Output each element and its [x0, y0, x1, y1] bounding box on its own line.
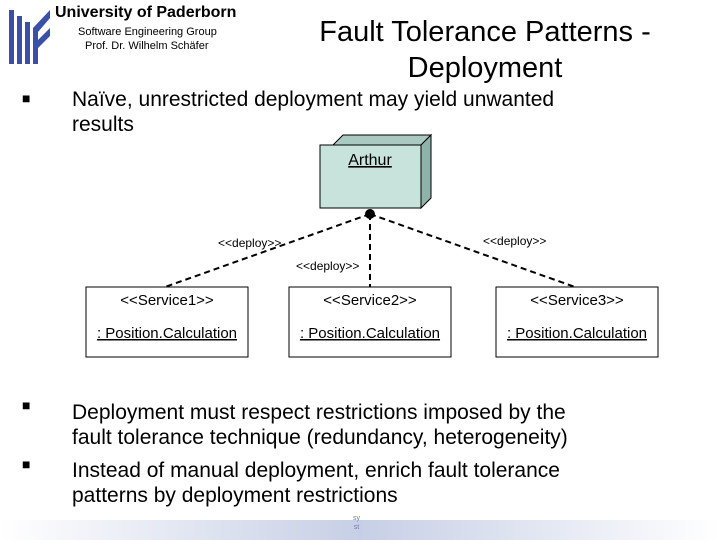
bullet-1-line-1: Naïve, unrestricted deployment may yield…	[72, 88, 555, 111]
footer-logo: sy st	[353, 514, 360, 532]
service-2: <<Service2>> : Position.Calculation	[288, 286, 452, 358]
service-3-stereotype: <<Service3>>	[530, 292, 624, 309]
slide-title-line-1: Fault Tolerance Patterns -	[319, 16, 651, 48]
group-name: Software Engineering Group	[78, 26, 217, 38]
deploy-label-mid: <<deploy>>	[296, 259, 359, 273]
node-arthur: Arthur	[319, 133, 433, 210]
deploy-line-right	[369, 213, 576, 288]
service-3-name: : Position.Calculation	[507, 325, 647, 342]
bullet-square-icon: ■	[22, 456, 31, 472]
bullet-2: Deployment must respect restrictions imp…	[72, 400, 672, 450]
bullet-3-line-2: patterns by deployment restrictions	[72, 484, 398, 507]
university-logo-icon	[6, 6, 52, 68]
service-1: <<Service1>> : Position.Calculation	[85, 286, 249, 358]
footer-logo-line-1: sy	[353, 515, 360, 522]
service-1-name: : Position.Calculation	[97, 325, 237, 342]
slide-title-line-2: Deployment	[407, 52, 563, 84]
bullet-2-line-2: fault tolerance technique (redundancy, h…	[72, 426, 568, 449]
bullet-square-icon: ■	[22, 90, 31, 106]
footer-bar	[0, 520, 720, 540]
service-2-stereotype: <<Service2>>	[323, 292, 417, 309]
service-1-stereotype: <<Service1>>	[120, 292, 214, 309]
university-name: University of Paderborn	[55, 4, 237, 21]
bullet-1-line-2: results	[72, 113, 134, 136]
bullet-1: Naïve, unrestricted deployment may yield…	[72, 87, 672, 137]
slide-title: Fault Tolerance Patterns - Deployment	[290, 14, 680, 86]
bullet-square-icon: ■	[22, 397, 31, 413]
service-3: <<Service3>> : Position.Calculation	[495, 286, 659, 358]
node-label: Arthur	[348, 152, 392, 169]
professor-name: Prof. Dr. Wilhelm Schäfer	[85, 40, 209, 52]
deploy-label-right: <<deploy>>	[483, 234, 546, 248]
service-2-name: : Position.Calculation	[300, 325, 440, 342]
bullet-3-line-1: Instead of manual deployment, enrich fau…	[72, 459, 560, 482]
bullet-2-line-1: Deployment must respect restrictions imp…	[72, 401, 566, 424]
bullet-3: Instead of manual deployment, enrich fau…	[72, 458, 672, 508]
deploy-label-left: <<deploy>>	[218, 236, 281, 250]
footer-logo-line-2: st	[353, 524, 360, 531]
deploy-line-left	[164, 213, 371, 288]
